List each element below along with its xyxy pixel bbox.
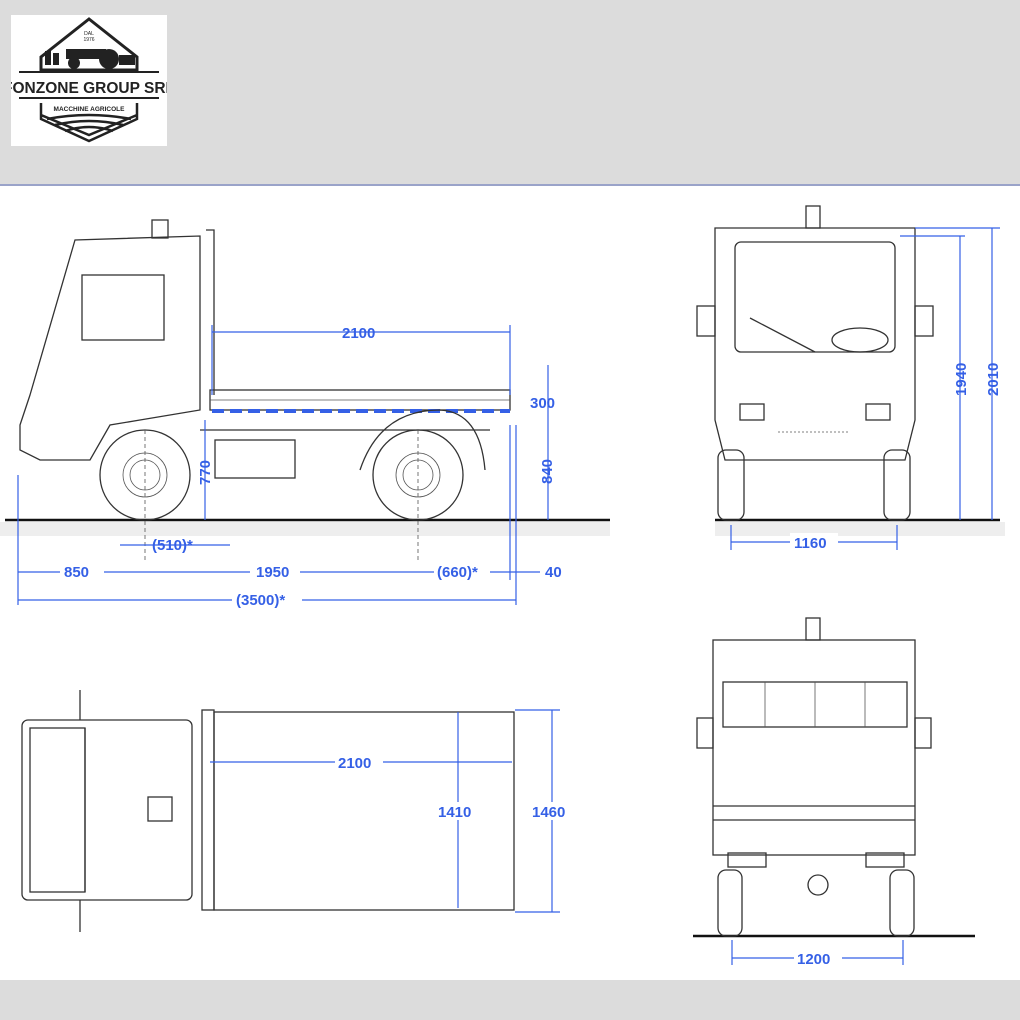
side-bed-height-label: 300	[530, 395, 555, 412]
side-rear-overhang-label: (660)*	[437, 564, 478, 581]
logo-since-label: DAL	[84, 31, 94, 37]
header-band	[0, 0, 1020, 186]
front-track-label: 1160	[794, 535, 827, 552]
side-rear-extra-label: 40	[545, 564, 562, 581]
logo-year: 1976	[83, 37, 94, 43]
footer-band	[0, 980, 1020, 1020]
beacon-light-icon	[805, 617, 821, 641]
rear-track-label: 1200	[797, 951, 830, 968]
side-view: 2100 300 840 770 (510)* 850 1950 (660)* …	[0, 219, 610, 609]
field-icon	[39, 103, 139, 143]
side-wheelbase-label: 1950	[256, 564, 289, 581]
top-bed-length-label: 2100	[338, 755, 371, 772]
tractor-icon	[45, 49, 135, 69]
top-outer-width-label: 1460	[532, 804, 565, 821]
logo-company-name: FONZONE GROUP SRL	[11, 80, 167, 97]
logo-tagline: MACCHINE AGRICOLE	[54, 106, 126, 113]
technical-drawing: 2100 300 840 770 (510)* 850 1950 (660)* …	[0, 205, 1005, 968]
side-frame-height-label: 770	[197, 460, 214, 485]
beacon-light-icon	[151, 219, 169, 239]
top-inner-width-label: 1410	[438, 804, 471, 821]
beacon-light-icon	[805, 205, 821, 229]
side-total-length-label: (3500)*	[236, 592, 285, 609]
side-front-overhang-label: 850	[64, 564, 89, 581]
front-view: 1940 2010 1160	[696, 205, 1005, 552]
company-logo: DAL 1976 FONZONE GROUP SRL MACCHINE AGRI…	[11, 15, 167, 146]
side-bed-length-label: 2100	[342, 325, 375, 342]
side-floor-height-label: 840	[539, 459, 556, 484]
front-cab-height-label: 1940	[953, 363, 970, 396]
side-cab-offset-label: (510)*	[152, 537, 193, 554]
top-view: 2100 1410 1460	[21, 690, 576, 932]
rear-view: 1200	[693, 617, 975, 968]
front-total-height-label: 2010	[985, 363, 1002, 396]
